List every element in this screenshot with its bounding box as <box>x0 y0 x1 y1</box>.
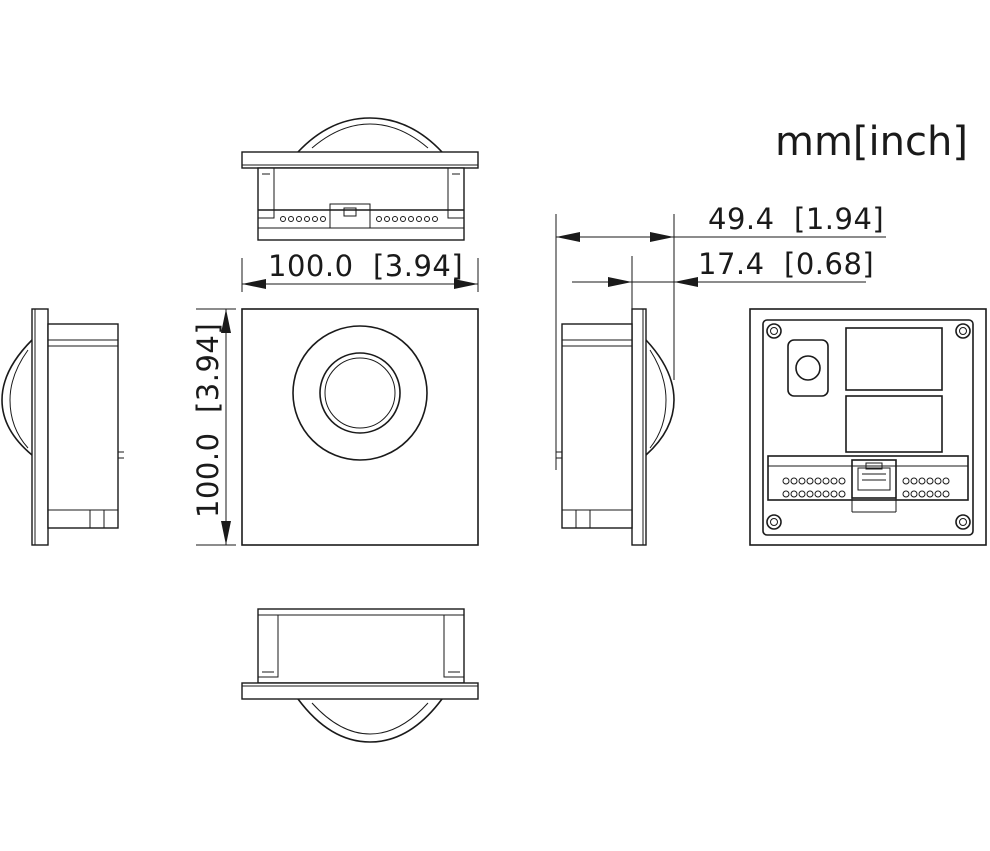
width-label: 100.0 [3.94] <box>268 249 463 283</box>
height-label: 100.0 [3.94] <box>191 323 225 518</box>
width-dimension: 100.0 [3.94] <box>241 249 479 292</box>
corner-screws <box>766 323 971 530</box>
rear-view <box>749 308 987 546</box>
terminal-block-right <box>902 477 950 498</box>
total-depth-label: 49.4 [1.94] <box>708 202 884 236</box>
terminal-block-left <box>782 477 846 498</box>
units-label: mm[inch] <box>775 119 968 165</box>
front-view <box>241 308 479 546</box>
terminal-row-top-view <box>280 216 438 222</box>
right-side-view <box>556 308 675 546</box>
depth-dimensions: 49.4 [1.94] 17.4 [0.68] <box>555 202 886 470</box>
front-depth-label: 17.4 [0.68] <box>698 247 874 281</box>
ethernet-port-icon <box>851 459 897 499</box>
top-view <box>241 117 479 241</box>
left-side-view <box>1 308 124 546</box>
bottom-view <box>241 608 479 743</box>
height-dimension: 100.0 [3.94] <box>191 308 236 546</box>
